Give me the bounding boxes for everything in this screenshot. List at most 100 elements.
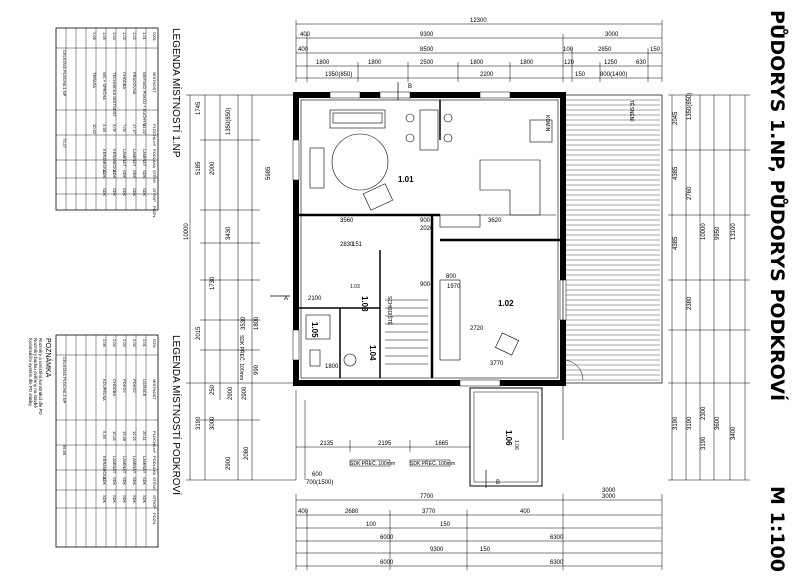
dim-interior: 2020 — [420, 226, 434, 232]
legend-1np-title: LEGENDA MÍSTNOSTÍ 1.NP — [170, 28, 181, 158]
dim-top: 2500 — [420, 60, 434, 66]
building-walls — [292, 91, 567, 387]
top-dimensions — [295, 20, 663, 82]
dim-bottom: 600 — [312, 472, 323, 478]
furniture — [305, 109, 556, 367]
dim-bottom: 3000 — [602, 494, 616, 500]
dim-interior: 3560 — [340, 218, 354, 224]
dim-left: 5185 — [196, 161, 202, 175]
dim-top: 150 — [575, 72, 586, 78]
drawing-title: PŮDORYS 1.NP, PŮDORYS PODKROVÍ — [766, 10, 788, 402]
legend-cell: 7,09 — [122, 124, 127, 133]
room-label-101: 1.01 — [398, 175, 414, 184]
dim-top: 3000 — [605, 32, 619, 38]
dim-left: 2900 — [226, 456, 232, 470]
legend-header-cell: STROP — [152, 495, 157, 509]
dim-top: 800(1400) — [600, 72, 627, 78]
legend-cell: 13,48 — [122, 431, 127, 442]
annotation-sealing: TĚSNĚNÍ — [628, 100, 636, 122]
legend-header-cell: POZN. — [152, 513, 157, 525]
legend-cell: TERASA — [92, 72, 97, 88]
legend-cell: PRACOVNA — [132, 72, 137, 95]
note-2: Rozměry budou ověřeny na stavbě — [33, 338, 38, 408]
section-marker-b: B — [408, 84, 412, 90]
dim-top: 2200 — [480, 72, 494, 78]
legend-cell: LOŽNICE — [142, 379, 147, 397]
terrace-deck — [562, 94, 663, 384]
dim-right: 2045 — [673, 111, 679, 125]
dim-interior: 800 — [446, 274, 457, 280]
dim-left: 5985 — [266, 166, 272, 180]
dim-left: 10000 — [184, 223, 190, 240]
legend-cell: SDK — [132, 477, 137, 486]
legend-cell: SDK — [112, 188, 117, 197]
dim-bottom: 9300 — [430, 547, 444, 553]
dim-bottom: 400 — [298, 509, 309, 515]
legend-cell: SDK — [142, 477, 147, 486]
dim-right: 2380 — [687, 296, 693, 310]
dim-top: 1800 — [316, 60, 330, 66]
dim-top: 630 — [636, 60, 647, 66]
legend-cell: 1.01 — [142, 32, 147, 41]
annotation-stair: SCHODIŠTĚ — [386, 296, 394, 326]
legend-cell: 5,45 — [102, 431, 107, 440]
legend-cell: 10,41 — [112, 431, 117, 442]
legend-cell: LAMINÁT — [132, 456, 137, 474]
legend-header-cell: STĚNY — [152, 170, 157, 184]
legend-cell: SDK — [132, 170, 137, 179]
dim-left: 3430 — [226, 226, 232, 240]
legend-cell: 1.05 — [102, 32, 107, 41]
legend-cell: 1.06 — [92, 32, 97, 41]
legend-cell: 1.02 — [132, 32, 137, 41]
legend-cell: SDK — [122, 477, 127, 486]
legend-cell: SDK — [102, 170, 107, 179]
legend-cell: 2.01 — [142, 339, 147, 348]
dim-bottom: 150 — [440, 522, 451, 528]
room-tag-103: 1.03 — [350, 284, 360, 290]
dim-bottom: 3000 — [602, 488, 616, 494]
dim-right: 4385 — [673, 166, 679, 180]
annotation-chimney: KOMÍN — [544, 115, 551, 132]
legend-cell: 2.04 — [112, 339, 117, 348]
legend-header-cell: OZN. — [152, 32, 157, 42]
left-dimensions — [186, 94, 296, 481]
dim-bottom: 6000 — [380, 560, 394, 566]
dim-top-overall: 12300 — [470, 18, 487, 24]
section-marker-a: A — [284, 296, 288, 302]
legend-header-cell: PLOCHA m² — [152, 124, 157, 147]
legend-header-cell: STĚNY — [152, 477, 157, 491]
dim-right: 3400 — [731, 426, 737, 440]
legend-cell: 41,02 — [142, 124, 147, 135]
dim-bottom: 6000 — [380, 535, 394, 541]
paving — [295, 390, 451, 480]
legend-cell: LAMINÁT — [122, 456, 127, 474]
legend-cell: POKOJ — [132, 379, 137, 393]
legend-cell: 20,11 — [142, 431, 147, 441]
dim-top: 8500 — [420, 47, 434, 53]
legend-cell: KERAMICKÁ — [112, 149, 117, 173]
dim-left: 250 — [210, 384, 216, 395]
dim-interior: 900 — [420, 282, 431, 288]
section-markers — [270, 82, 487, 488]
dim-right: 1350(850) — [687, 93, 693, 120]
dim-left: 3530 — [241, 316, 247, 330]
legend-cell: SDK — [122, 170, 127, 179]
legend-total: 73,37 — [62, 138, 67, 149]
legend-cell: 10,92 — [92, 124, 97, 135]
dim-bottom: 100 — [366, 522, 377, 528]
note-3: Konstrukční systém dle PD statiky — [28, 338, 33, 407]
legend-total: CELKOVÁ PLOCHA 1.NP — [62, 50, 67, 97]
dim-top: 120 — [564, 60, 575, 66]
room-label-102: 1.02 — [498, 299, 514, 308]
dim-bottom: 2680 — [345, 509, 359, 515]
dim-left: 1745 — [196, 101, 202, 115]
dim-bottom: 700(1500) — [306, 480, 333, 486]
legend-cell: OBÝVACÍ POKOJ + KUCHYŇ — [142, 72, 147, 126]
legend-cell: LAMINÁT — [142, 456, 147, 474]
dim-left: 1350(850) — [226, 108, 232, 135]
dim-bottom: 2195 — [378, 441, 392, 447]
dim-top: 1800 — [470, 60, 484, 66]
